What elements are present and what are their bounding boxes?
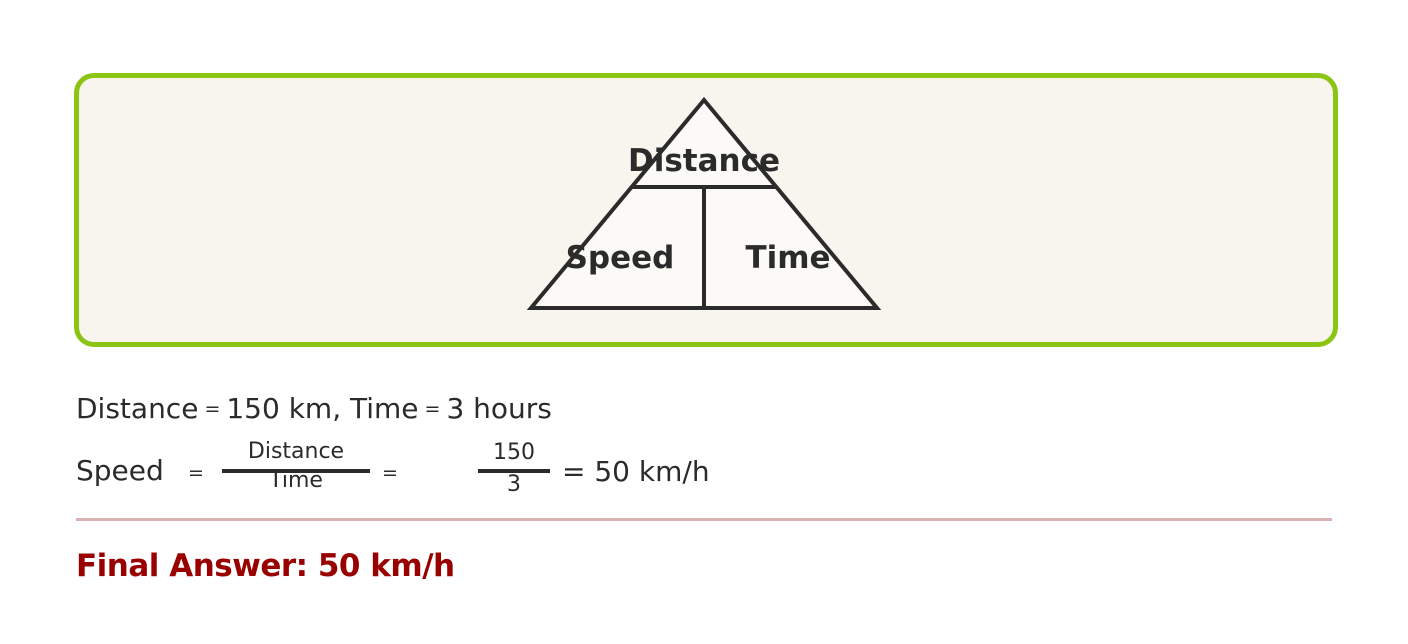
given-values: Distance=150 km, Time=3 hours bbox=[76, 392, 552, 425]
given-equals-1: = bbox=[204, 398, 221, 420]
fraction-denominator-word: Time bbox=[269, 468, 323, 493]
section-divider bbox=[76, 518, 1332, 521]
given-distance-value: 150 km, Time bbox=[226, 392, 419, 425]
fraction-numerator-word: Distance bbox=[247, 439, 345, 464]
fraction-denominator-value: 3 bbox=[507, 472, 521, 497]
triangle-time-label: Time bbox=[745, 240, 830, 276]
final-answer: Final Answer: 50 km/h bbox=[76, 548, 455, 584]
given-distance-label: Distance bbox=[76, 392, 199, 425]
fraction-bar-words bbox=[222, 469, 370, 473]
speed-result: = 50 km/h bbox=[562, 455, 710, 488]
fraction-bar-values bbox=[478, 469, 550, 473]
fraction-numerator-value: 150 bbox=[493, 440, 535, 465]
triangle-distance-label: Distance bbox=[628, 143, 780, 179]
speed-equals-1: = bbox=[188, 462, 204, 484]
speed-lhs: Speed bbox=[76, 454, 164, 487]
given-equals-2: = bbox=[424, 398, 441, 420]
triangle-speed-label: Speed bbox=[566, 240, 675, 276]
given-time-value: 3 hours bbox=[446, 392, 552, 425]
speed-equals-2: = bbox=[382, 462, 398, 484]
